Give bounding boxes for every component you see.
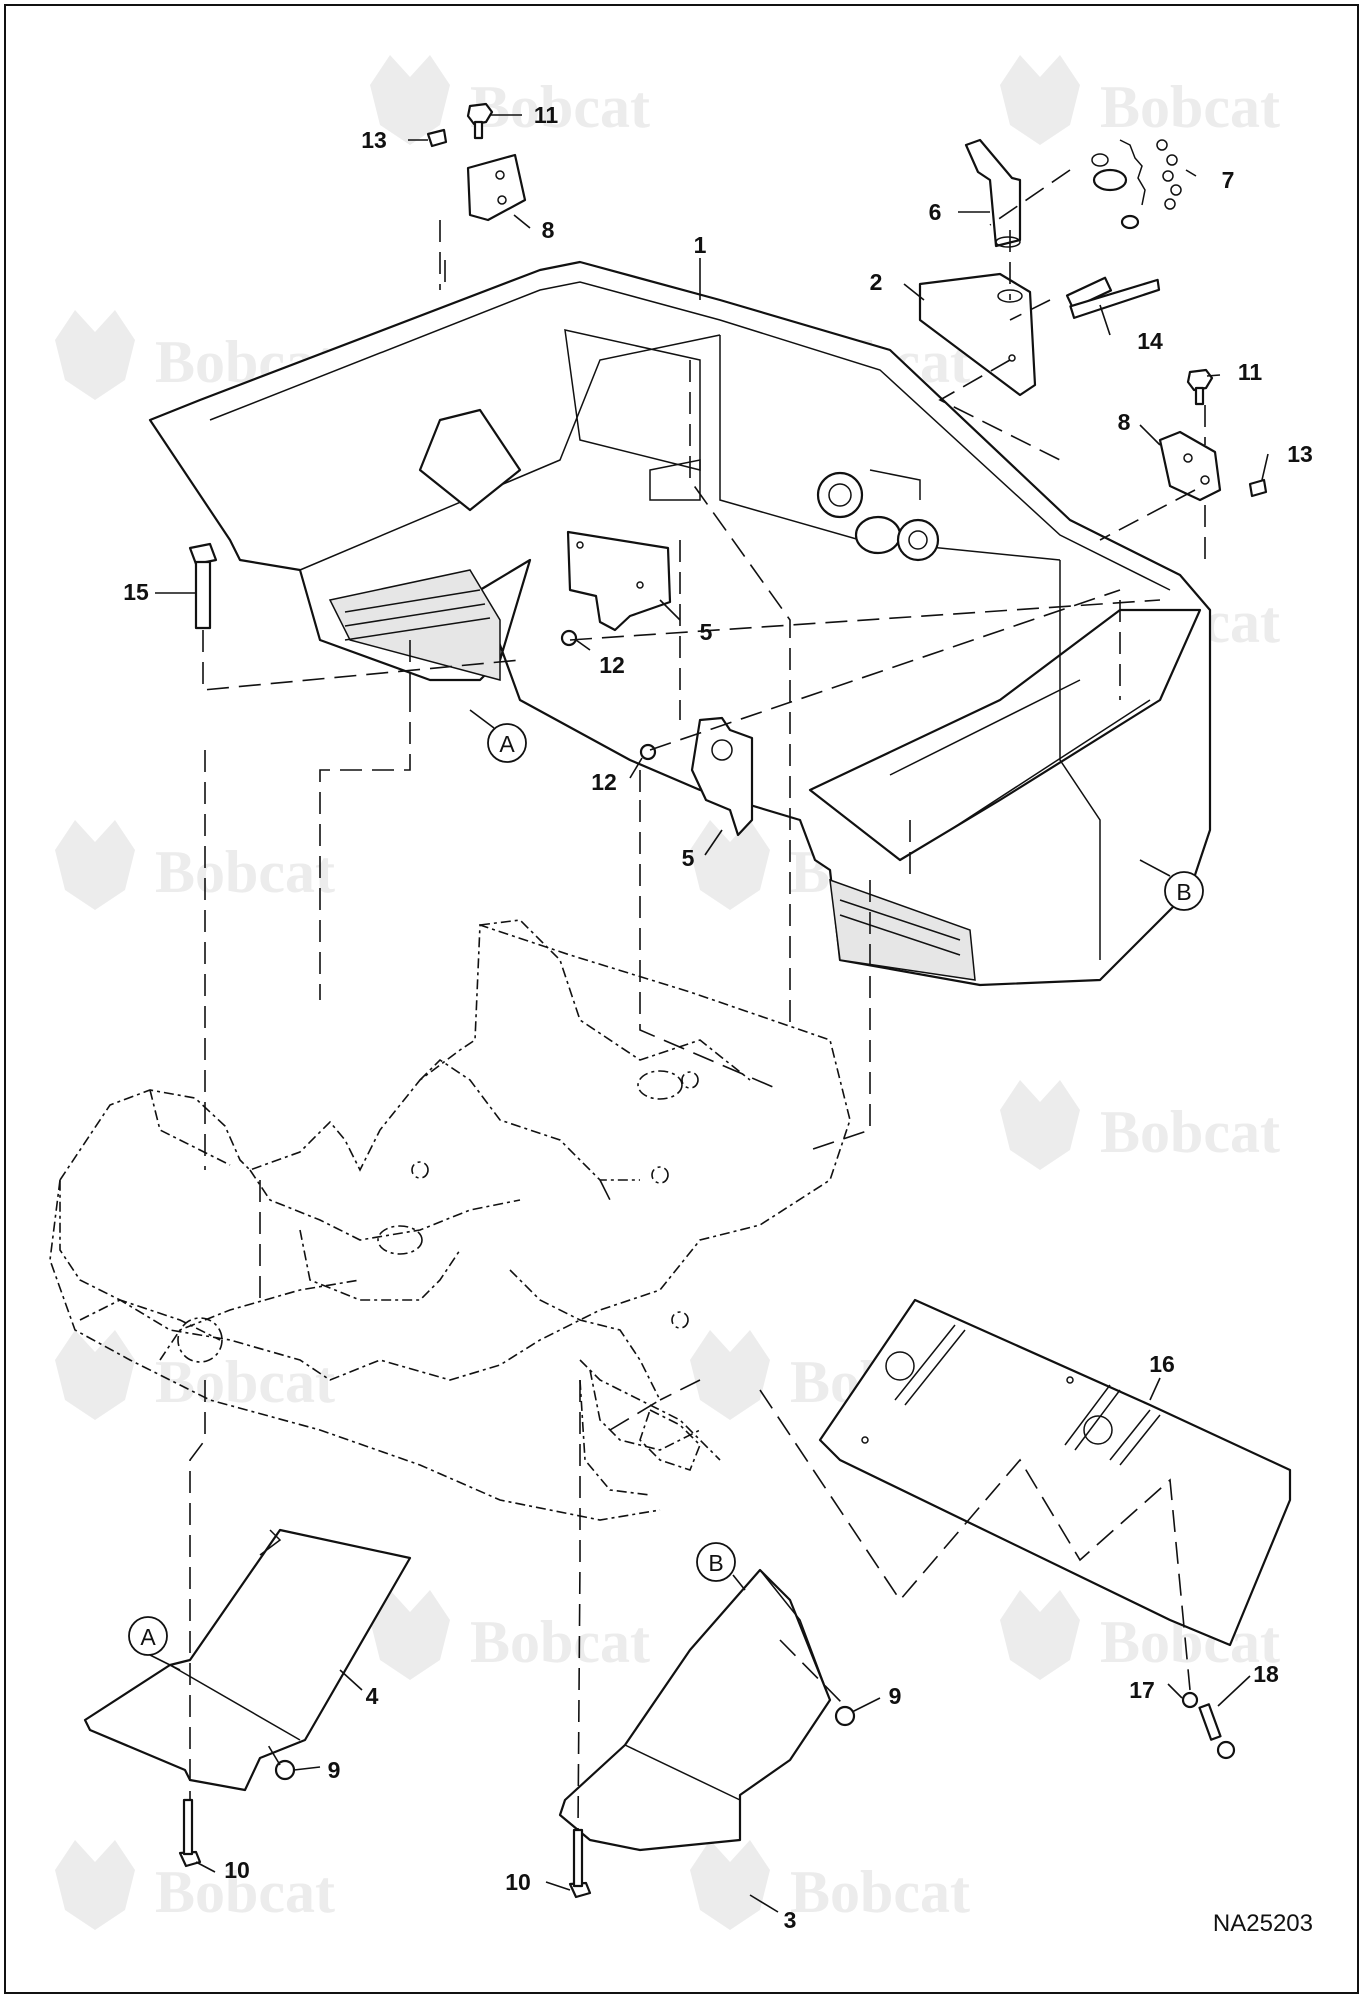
assembly-lead-lines (189, 169, 1206, 1831)
skid-plate-right (558, 1568, 832, 1852)
pin-chain-assembly (1091, 139, 1182, 230)
access-cover-plate (818, 1298, 1292, 1647)
callout-part-11-left: 11 (534, 102, 559, 128)
flange-bolt-left (466, 102, 494, 140)
nut-right (1248, 478, 1268, 498)
watermark-text: Bobcat (470, 1609, 650, 1675)
bracket-plate-lower (690, 716, 754, 837)
reference-mark-a-lower: A (128, 1616, 168, 1656)
svg-text:B: B (708, 1550, 723, 1576)
side-bracket-right (1158, 430, 1222, 502)
bobcat-watermark-logo: Bobcat (690, 1840, 970, 1930)
callout-part-17: 17 (1129, 1677, 1155, 1703)
svg-text:A: A (499, 731, 515, 757)
screw-upper-bracket (560, 629, 578, 647)
callout-part-12-lower: 12 (591, 769, 617, 795)
callout-labels: 1 2 3 4 5 5 6 7 8 8 9 9 10 10 11 11 12 1… (123, 102, 1313, 1933)
flange-bolt-right (1186, 368, 1214, 406)
watermark-text: Bobcat (155, 839, 335, 905)
bobcat-watermark-logo: Bobcat (1000, 1080, 1280, 1170)
svg-text:A: A (140, 1624, 156, 1650)
machine-frame-ghost (49, 919, 851, 1521)
reference-marks: A A B B (128, 709, 1204, 1671)
watermark-text: Bobcat (1100, 1099, 1280, 1165)
callout-part-4: 4 (366, 1683, 379, 1709)
callout-part-9-right: 9 (889, 1683, 902, 1709)
bobcat-watermark-logo: Bobcat (370, 1590, 650, 1680)
callout-part-1: 1 (694, 232, 707, 258)
watermark-text: Bobcat (790, 1859, 970, 1925)
screw-skid-right (834, 1705, 856, 1727)
watermark-text: Bobcat (470, 74, 650, 140)
bobcat-watermark-logo: Bobcat (55, 1330, 335, 1420)
reference-mark-b-lower: B (696, 1542, 736, 1582)
callout-part-18: 18 (1253, 1661, 1279, 1687)
callout-part-9-left: 9 (328, 1757, 341, 1783)
bracket-plate-upper (566, 530, 672, 632)
lock-pin (964, 138, 1022, 248)
callout-part-16: 16 (1149, 1351, 1175, 1377)
watermark-text: Bobcat (155, 1859, 335, 1925)
callout-part-12-upper: 12 (599, 652, 625, 678)
callout-part-7: 7 (1222, 167, 1235, 193)
bolt-vertical-left (188, 542, 218, 630)
skid-plate-left (83, 1528, 412, 1792)
counterweight-boss (896, 518, 940, 562)
reference-mark-b-upper: B (1164, 871, 1204, 911)
bolt-skid-right (568, 1828, 592, 1899)
counterweight-boss-hole (828, 483, 852, 507)
side-bracket-left (466, 153, 527, 222)
callout-part-2: 2 (870, 269, 883, 295)
callout-part-8-left: 8 (542, 217, 555, 243)
nut-left (426, 128, 448, 148)
pin-mount-plate (918, 272, 1037, 397)
callout-part-14: 14 (1137, 328, 1163, 354)
bolt-cover (1198, 1703, 1236, 1760)
watermark-text: Bobcat (155, 1349, 335, 1415)
diagram-frame (4, 4, 1359, 1994)
svg-text:B: B (1176, 879, 1191, 905)
washer-cover (1181, 1691, 1199, 1709)
callout-part-15: 15 (123, 579, 149, 605)
watermark-text: Bobcat (1100, 74, 1280, 140)
callout-part-11-right: 11 (1238, 359, 1263, 385)
mounting-bolt-long (1065, 276, 1161, 319)
callout-part-6: 6 (929, 199, 942, 225)
counterweight-boss (816, 471, 864, 519)
callout-part-13-right: 13 (1287, 441, 1313, 467)
reference-mark-a-upper: A (487, 723, 527, 763)
screw-lower-bracket (639, 743, 657, 761)
figure-code: NA25203 (1212, 1910, 1313, 1937)
callout-part-13-left: 13 (361, 127, 387, 153)
bolt-skid-left (178, 1798, 202, 1868)
bobcat-watermark-logo: Bobcat (55, 820, 335, 910)
callout-leader-lines (155, 114, 1269, 1913)
callout-part-10-left: 10 (224, 1857, 250, 1883)
callout-part-5-upper: 5 (700, 619, 713, 645)
counterweight-plug (854, 515, 902, 555)
counterweight-boss-hole (908, 530, 928, 550)
callout-part-3: 3 (784, 1907, 797, 1933)
bobcat-watermark-logo: Bobcat (55, 1840, 335, 1930)
bobcat-watermark-logo: Bobcat (1000, 55, 1280, 145)
callout-part-10-right: 10 (505, 1869, 531, 1895)
callout-part-8-right: 8 (1118, 409, 1131, 435)
bobcat-watermark-logo: Bobcat (370, 55, 650, 145)
callout-part-5-lower: 5 (682, 845, 695, 871)
